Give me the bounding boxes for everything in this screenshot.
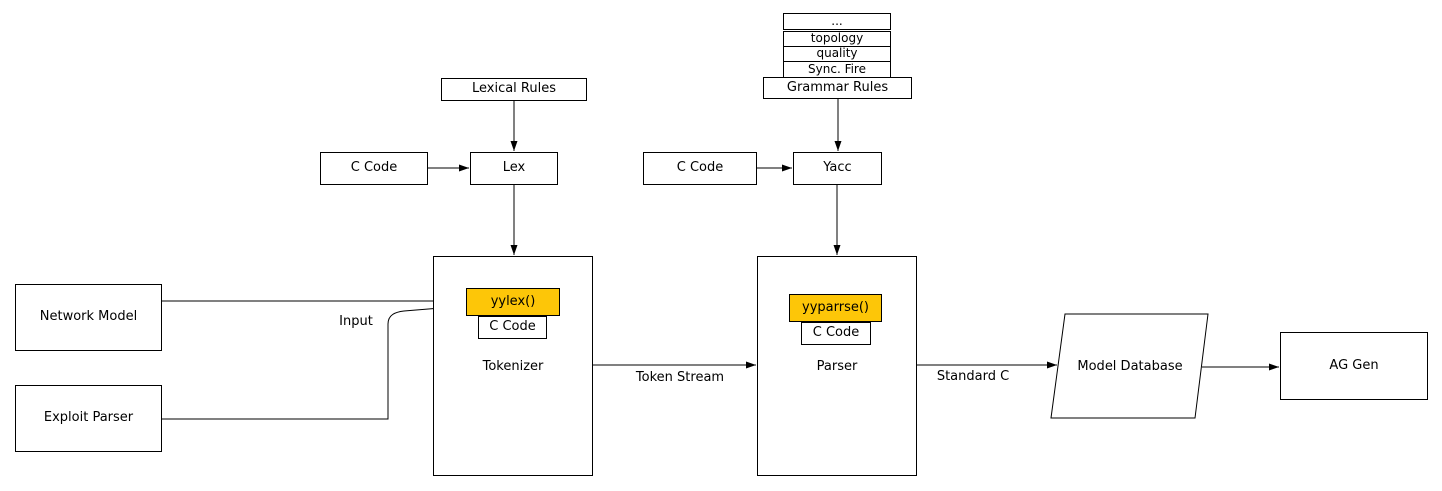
parser-container-box: [757, 256, 917, 476]
grammar-rules-box: Grammar Rules: [763, 77, 912, 99]
yylex-box: yylex(): [466, 288, 560, 316]
exploit-parser-box: Exploit Parser: [15, 385, 162, 452]
tokenizer-label: Tokenizer: [482, 359, 544, 374]
edge-exploit-parser-to-yylex: [162, 303, 466, 420]
edge-label-standard-c: Standard C: [936, 369, 1010, 384]
c-code-lex-box: C Code: [320, 152, 428, 185]
c-code-yacc-box: C Code: [643, 152, 757, 185]
rule-stack-item-quality: quality: [783, 46, 891, 62]
model-database-label: Model Database: [1077, 359, 1183, 374]
yacc-box: Yacc: [793, 152, 882, 185]
rule-stack-item-dots: ...: [783, 13, 891, 30]
edge-label-input: Input: [339, 314, 373, 329]
tokenizer-c-code-box: C Code: [478, 316, 547, 339]
ag-gen-box: AG Gen: [1280, 332, 1428, 400]
lex-box: Lex: [470, 152, 558, 185]
model-database-shape: [1050, 313, 1209, 419]
lexical-rules-box: Lexical Rules: [441, 78, 587, 101]
rule-stack-item-topology: topology: [783, 31, 891, 47]
rule-stack-item-sync-fire: Sync. Fire: [783, 61, 891, 78]
parser-c-code-box: C Code: [801, 322, 871, 345]
yyparse-box: yyparrse(): [789, 294, 882, 322]
edge-label-token-stream: Token Stream: [635, 370, 725, 385]
network-model-box: Network Model: [15, 284, 162, 351]
parser-label: Parser: [816, 359, 858, 374]
